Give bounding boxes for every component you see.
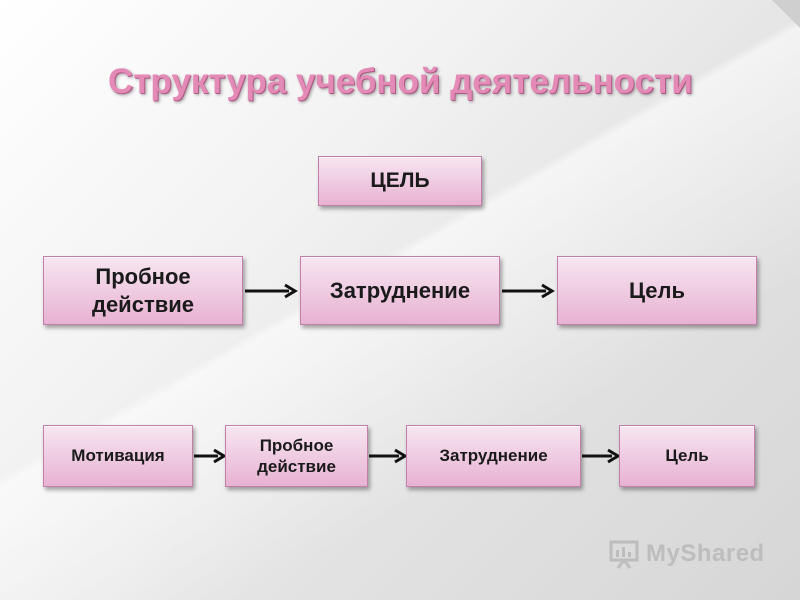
goal-box: ЦЕЛЬ bbox=[318, 156, 482, 206]
row2-box-label: Затруднение bbox=[439, 446, 548, 466]
row2-box-goal: Цель bbox=[619, 425, 755, 487]
myshared-watermark: MyShared bbox=[608, 538, 765, 570]
row2-box-label: Мотивация bbox=[71, 446, 165, 466]
row2-box-trial-action: Пробное действие bbox=[225, 425, 368, 487]
row1-arrow-2 bbox=[502, 283, 555, 299]
row1-box-label: Пробное действие bbox=[91, 264, 195, 317]
slide-title: Структура учебной деятельности bbox=[108, 62, 693, 101]
row2-arrow-3 bbox=[582, 448, 621, 464]
goal-box-label: ЦЕЛЬ bbox=[370, 168, 430, 192]
row1-box-difficulty: Затруднение bbox=[300, 256, 500, 325]
row1-arrow-1 bbox=[245, 283, 298, 299]
row1-box-label: Затруднение bbox=[329, 277, 471, 303]
row2-box-difficulty: Затруднение bbox=[406, 425, 581, 487]
row2-arrow-1 bbox=[194, 448, 227, 464]
presentation-board-icon bbox=[609, 540, 639, 569]
row1-box-goal: Цель bbox=[557, 256, 757, 325]
row1-box-trial-action: Пробное действие bbox=[43, 256, 243, 325]
page-curl-corner bbox=[772, 0, 800, 28]
row2-arrow-2 bbox=[369, 448, 408, 464]
row2-box-motivation: Мотивация bbox=[43, 425, 193, 487]
row2-box-label: Пробное действие bbox=[257, 435, 336, 476]
row2-box-label: Цель bbox=[665, 446, 709, 466]
row1-box-label: Цель bbox=[628, 277, 686, 303]
watermark-text: MyShared bbox=[646, 540, 765, 567]
